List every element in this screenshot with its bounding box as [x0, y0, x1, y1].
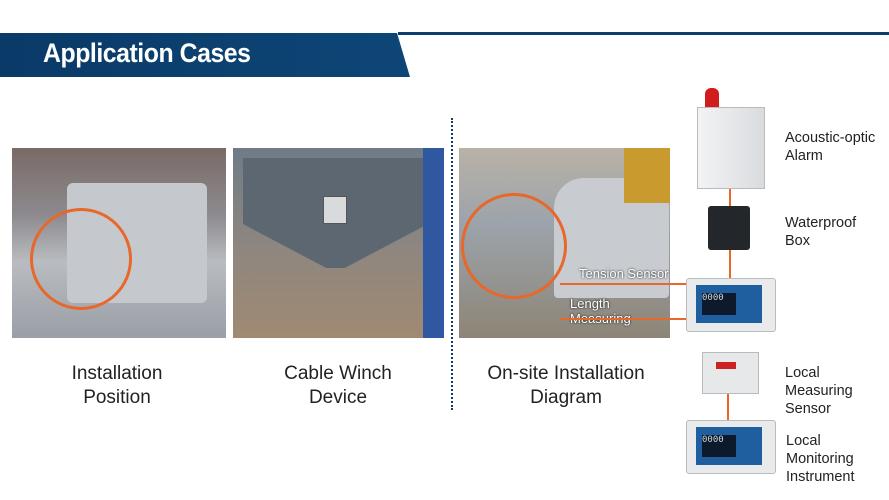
section-divider [451, 118, 453, 410]
monitor-instrument-icon: 0000 [686, 278, 776, 332]
connector-line [560, 283, 687, 285]
onsite-diagram-photo: Tension Sensor Length Measuring [459, 148, 670, 338]
tension-sensor-label: Tension Sensor [579, 266, 669, 281]
length-measuring-label: Length Measuring [570, 296, 631, 326]
junction-box-icon [708, 206, 750, 250]
alarm-cabinet-icon [697, 107, 765, 189]
title-banner [0, 33, 410, 77]
header-rule [398, 32, 889, 35]
connector-line [560, 318, 687, 320]
cable-winch-photo [233, 148, 444, 338]
page-title: Application Cases [43, 38, 251, 68]
sensor-icon [702, 352, 759, 394]
wire-line [727, 392, 729, 422]
beacon-icon [705, 88, 719, 108]
installation-position-photo [12, 148, 226, 338]
monitor-instrument-icon: 0000 [686, 420, 776, 474]
